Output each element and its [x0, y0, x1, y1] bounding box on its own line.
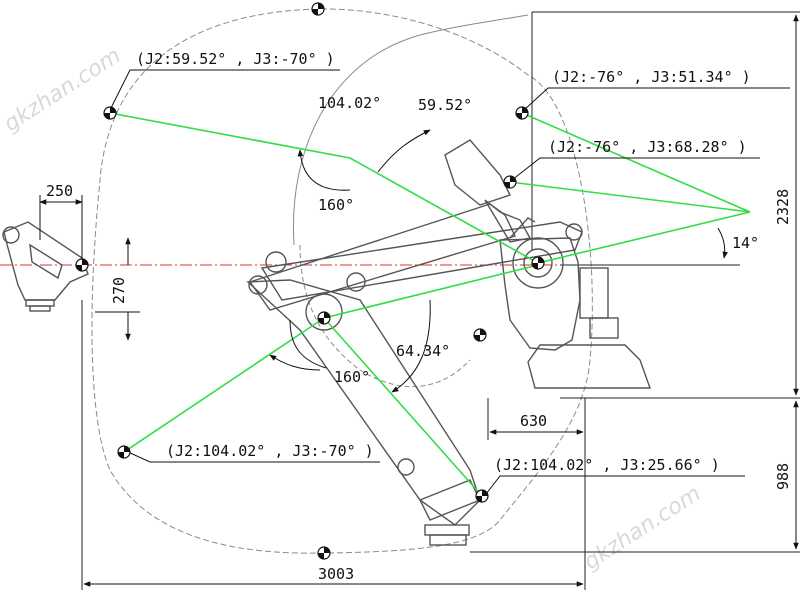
workspace-envelope-inner	[292, 14, 529, 246]
angle-label-104: 104.02°	[318, 94, 381, 112]
target-marker-center-mid	[473, 328, 487, 342]
target-marker-pos-bottom-right	[475, 489, 489, 503]
watermark-right: gkzhan.com	[580, 481, 706, 575]
arm-silhouette-left	[2, 221, 89, 312]
dim-label-2328: 2328	[774, 189, 792, 225]
angle-label-59: 59.52°	[418, 96, 472, 114]
angle-arcs	[269, 129, 728, 393]
target-marker-center-left	[75, 258, 89, 272]
angle-label-64: 64.34°	[396, 342, 450, 360]
dim-label-270: 270	[110, 277, 128, 304]
inner-arc-lower	[299, 244, 471, 388]
dim-label-988: 988	[774, 463, 792, 490]
target-marker-pos-bottom-left	[117, 445, 131, 459]
target-marker-bottom	[317, 546, 331, 560]
watermark-left: gkzhan.com	[0, 43, 125, 137]
target-marker-pos-top-right	[515, 106, 529, 120]
angle-label-14: 14°	[732, 234, 759, 252]
leader-lines	[109, 69, 790, 495]
dimension-arrows	[39, 14, 799, 587]
dim-label-250: 250	[46, 182, 73, 200]
angle-label-160-upper: 160°	[318, 196, 354, 214]
dimension-frame	[81, 11, 800, 590]
pos-label-bottom-left: (J2:104.02° , J3:-70° )	[166, 442, 374, 460]
dim-label-630: 630	[520, 412, 547, 430]
target-marker-pos-top-left	[103, 106, 117, 120]
workspace-envelope-outer	[91, 8, 593, 554]
pos-label-top-left: (J2:59.52° , J3:-70° )	[136, 50, 335, 68]
target-marker-pos-mid-right	[503, 175, 517, 189]
pos-label-bottom-right: (J2:104.02° , J3:25.66° )	[494, 456, 720, 474]
pos-label-top-right: (J2:-76° , J3:51.34° )	[552, 68, 751, 86]
target-marker-top	[311, 2, 325, 16]
dim-label-3003: 3003	[318, 565, 354, 583]
angle-label-160-lower: 160°	[334, 368, 370, 386]
pos-label-mid-right: (J2:-76° , J3:68.28° )	[548, 138, 747, 156]
target-markers	[75, 2, 545, 560]
target-marker-j2-pivot	[531, 256, 545, 270]
target-marker-j3-pivot	[317, 311, 331, 325]
